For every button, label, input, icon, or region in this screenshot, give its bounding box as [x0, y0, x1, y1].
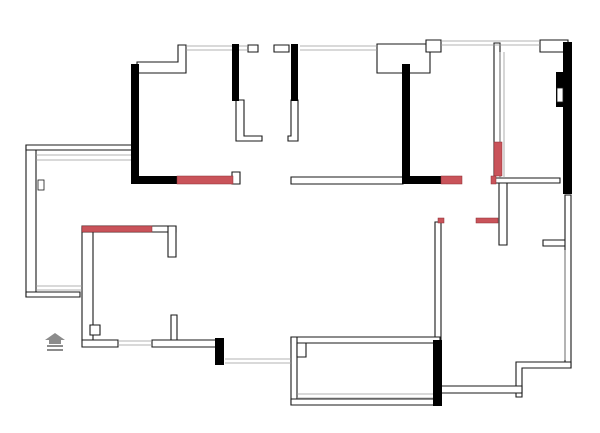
structural-wall — [131, 64, 139, 184]
structural-wall — [215, 338, 224, 365]
wall-details — [37, 87, 564, 191]
structural-wall — [433, 340, 442, 406]
structural-wall — [131, 176, 178, 184]
demolished-walls — [81, 141, 503, 233]
structural-wall — [563, 42, 572, 194]
window-lines — [36, 40, 566, 399]
demolished-wall — [437, 217, 445, 224]
demolished-wall — [475, 217, 499, 224]
demolished-wall — [440, 175, 463, 185]
demolished-wall — [81, 225, 153, 233]
structural-wall — [402, 176, 442, 184]
demolished-wall — [490, 175, 497, 185]
entrance-arrow-icon — [45, 333, 65, 351]
demolished-wall — [176, 175, 234, 185]
demolished-wall — [493, 141, 503, 177]
structural-wall — [232, 44, 239, 101]
structural-wall — [402, 64, 410, 184]
structural-wall — [291, 44, 298, 101]
